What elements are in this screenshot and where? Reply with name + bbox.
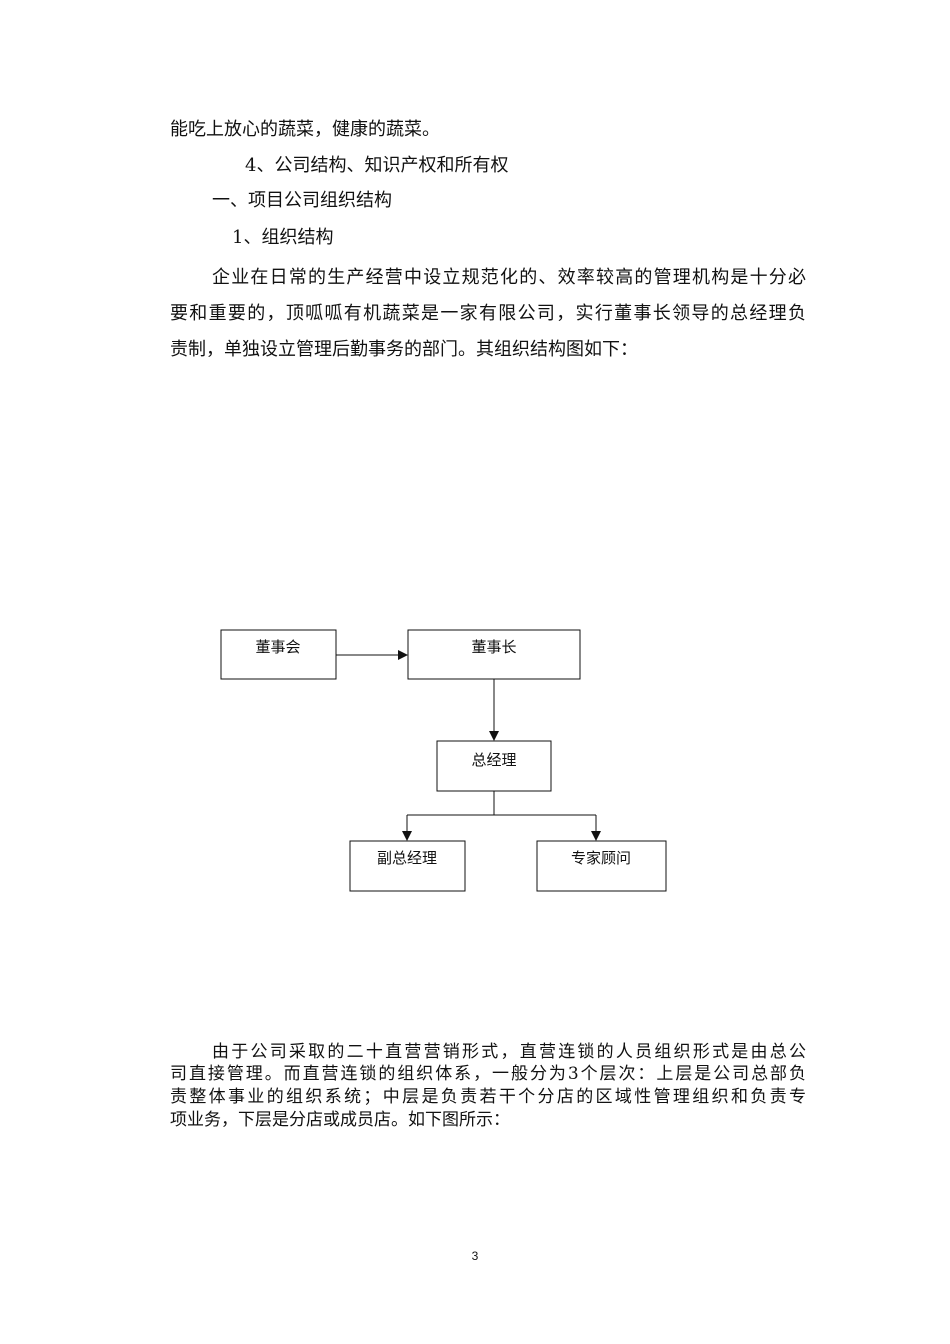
paragraph-1-line-3: 责制，单独设立管理后勤事务的部门。其组织结构图如下： [170,339,638,360]
page-number: 3 [471,1249,479,1263]
org-chart: 董事会 董事长 总经理 副总经理 专家顾问 [220,629,667,892]
paragraph-2-line-4: 项业务，下层是分店或成员店。如下图所示： [170,1110,510,1130]
consultant-node: 专家顾问 [536,840,667,892]
deputy-gm-node: 副总经理 [349,840,466,892]
board-label: 董事会 [255,638,300,656]
paragraph-1-line-2: 要和重要的，顶呱呱有机蔬菜是一家有限公司，实行董事长领导的总经理负 [170,303,806,324]
chairman-label: 董事长 [471,638,516,656]
subheading: 一、项目公司组织结构 [212,190,392,211]
consultant-label: 专家顾问 [571,849,631,867]
chairman-node: 董事长 [407,629,581,680]
continuation-text: 能吃上放心的蔬菜，健康的蔬菜。 [170,119,440,140]
paragraph-2-line-2: 司直接管理。而直营连锁的组织体系，一般分为3个层次：上层是公司总部负 [170,1064,806,1084]
subsubheading: 1、组织结构 [232,227,334,248]
paragraph-2-line-1: 由于公司采取的二十直营营销形式，直营连锁的人员组织形式是由总公 [212,1042,806,1062]
paragraph-1-line-1: 企业在日常的生产经营中设立规范化的、效率较高的管理机构是十分必 [212,267,806,288]
board-node: 董事会 [220,629,337,680]
deputy-gm-label: 副总经理 [377,849,437,867]
section-heading: 4、公司结构、知识产权和所有权 [245,155,509,176]
paragraph-2-line-3: 责整体事业的组织系统；中层是负责若干个分店的区域性管理组织和负责专 [170,1087,806,1107]
general-manager-node: 总经理 [436,740,552,792]
general-manager-label: 总经理 [471,751,516,769]
